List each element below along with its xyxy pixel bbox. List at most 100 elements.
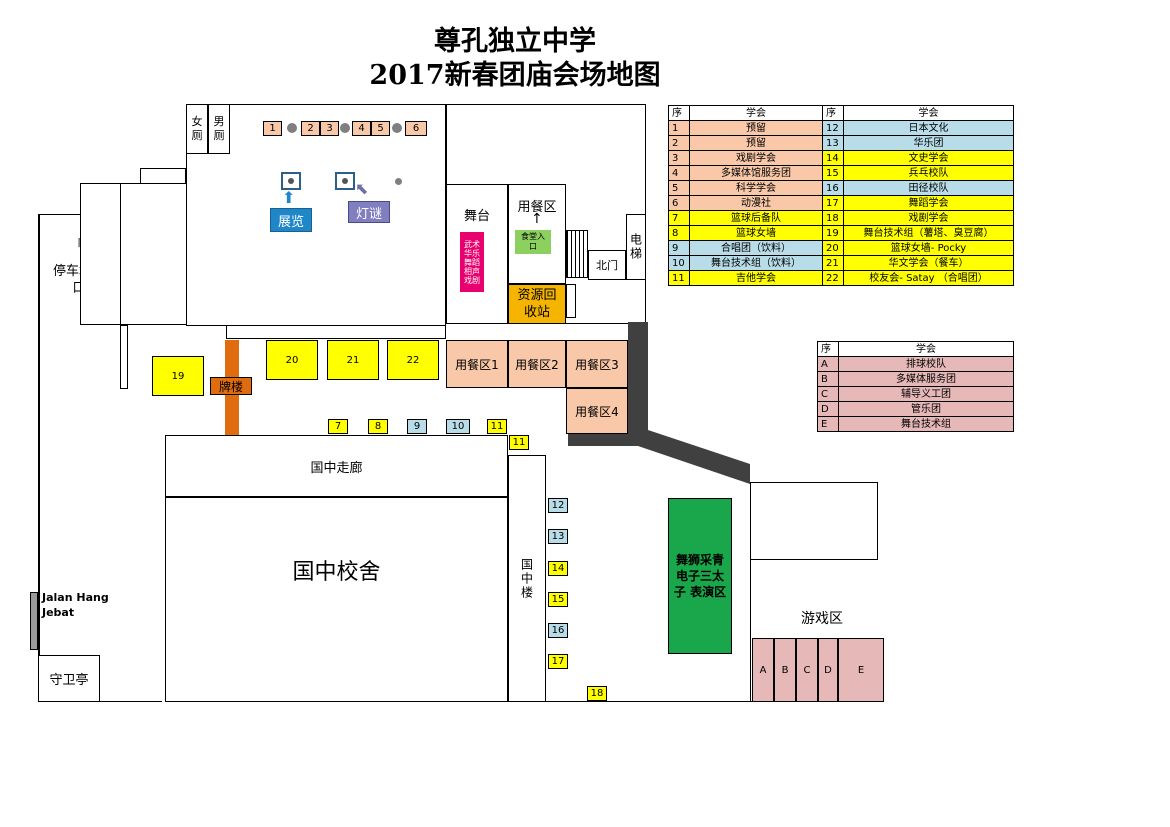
left-wing (120, 183, 188, 325)
legend-no: 1 (668, 120, 690, 136)
booth-7: 7 (328, 419, 348, 434)
game-legend-no: D (817, 401, 839, 417)
legend-no: 3 (668, 150, 690, 166)
legend-club: 文史学会 (843, 150, 1014, 166)
legend-no: 22 (822, 270, 844, 286)
legend-club: 日本文化 (843, 120, 1014, 136)
legend-club: 田径校队 (843, 180, 1014, 196)
booth-9: 9 (407, 419, 427, 434)
booth-21: 21 (327, 340, 379, 380)
booth-1: 1 (263, 121, 282, 136)
recycling-station: 资源回收站 (508, 284, 566, 324)
canteen-entrance: 食堂入口 (515, 230, 551, 254)
game-zone-edge (750, 560, 751, 702)
legend-no: 4 (668, 165, 690, 181)
legend-no: 12 (822, 120, 844, 136)
dining-zone: 用餐区 (517, 199, 557, 215)
legend-club: 舞台技术组（饮料） (689, 255, 823, 271)
legend-club: 多媒体馆服务团 (689, 165, 823, 181)
elevator: 电梯 (626, 214, 646, 280)
game-legend-header-club: 学会 (838, 341, 1014, 357)
legend-no: 18 (822, 210, 844, 226)
dining-area-4: 用餐区4 (566, 388, 628, 434)
arrow-up-icon: ⬆ (282, 188, 296, 207)
booth-5: 5 (371, 121, 390, 136)
legend-club: 兵乓校队 (843, 165, 1014, 181)
legend-no: 6 (668, 195, 690, 211)
game-booth-a: A (752, 638, 774, 702)
toilet-male: 男厕 (208, 104, 230, 154)
hall-walkway (226, 325, 446, 339)
legend-no: 10 (668, 255, 690, 271)
legend-no: 20 (822, 240, 844, 256)
game-booth-b: B (774, 638, 796, 702)
booth-10: 10 (446, 419, 470, 434)
covered-walkway (568, 322, 750, 484)
booth-12: 12 (548, 498, 568, 513)
legend-no: 11 (668, 270, 690, 286)
road-edge-top (38, 214, 120, 215)
game-legend-no: A (817, 356, 839, 372)
recycle-pillar (566, 284, 576, 318)
game-booth-d: D (818, 638, 838, 702)
legend-no: 7 (668, 210, 690, 226)
legend-no: 21 (822, 255, 844, 271)
booth-3: 3 (320, 121, 339, 136)
lantern-marker (335, 172, 355, 190)
legend-no: 16 (822, 180, 844, 196)
school-corridor: 国中走廊 (165, 435, 508, 497)
north-gate: 北门 (588, 250, 626, 280)
game-legend-club: 多媒体服务团 (838, 371, 1014, 387)
game-legend-club: 排球校队 (838, 356, 1014, 372)
exhibit-label: 展览 (270, 208, 312, 232)
guozhong-building: 国中楼 (508, 455, 546, 702)
lantern-dot (392, 123, 402, 133)
booth-22: 22 (387, 340, 439, 380)
game-legend-no: C (817, 386, 839, 402)
exhibit-marker (281, 172, 301, 190)
school-building: 国中校舍 (165, 497, 508, 702)
stage: 舞台 (463, 208, 490, 224)
booth-11: 11 (487, 419, 507, 434)
lantern-dot (395, 178, 402, 185)
booth-17: 17 (548, 654, 568, 669)
left-annex (80, 183, 122, 325)
legend-no: 14 (822, 150, 844, 166)
booth-15: 15 (548, 592, 568, 607)
south-boundary (546, 701, 752, 702)
legend-club: 篮球女墙 (689, 225, 823, 241)
game-zone-building (750, 482, 878, 560)
legend-header-club: 学会 (843, 105, 1014, 121)
road-name: Jalan Hang Jebat (42, 591, 109, 619)
booth-19: 19 (152, 356, 204, 396)
legend-header-no: 序 (668, 105, 690, 121)
game-zone: 游戏区 (801, 611, 843, 627)
legend-club: 校友会- Satay （合唱团） (843, 270, 1014, 286)
legend-club: 吉他学会 (689, 270, 823, 286)
game-legend-header-no: 序 (817, 341, 839, 357)
dining-area-3: 用餐区3 (566, 340, 628, 388)
map-title-event: 2017新春团庙会场地图 (369, 60, 661, 91)
game-legend-club: 管乐团 (838, 401, 1014, 417)
archway: 牌楼 (210, 377, 252, 395)
booth-20: 20 (266, 340, 318, 380)
legend-club: 篮球女墙- Pocky (843, 240, 1014, 256)
booth-16: 16 (548, 623, 568, 638)
arrow-up-icon: ↑ (531, 211, 543, 227)
booth-8: 8 (368, 419, 388, 434)
legend-no: 5 (668, 180, 690, 196)
left-step (140, 168, 186, 184)
legend-club: 舞蹈学会 (843, 195, 1014, 211)
center-stairs (566, 230, 588, 278)
